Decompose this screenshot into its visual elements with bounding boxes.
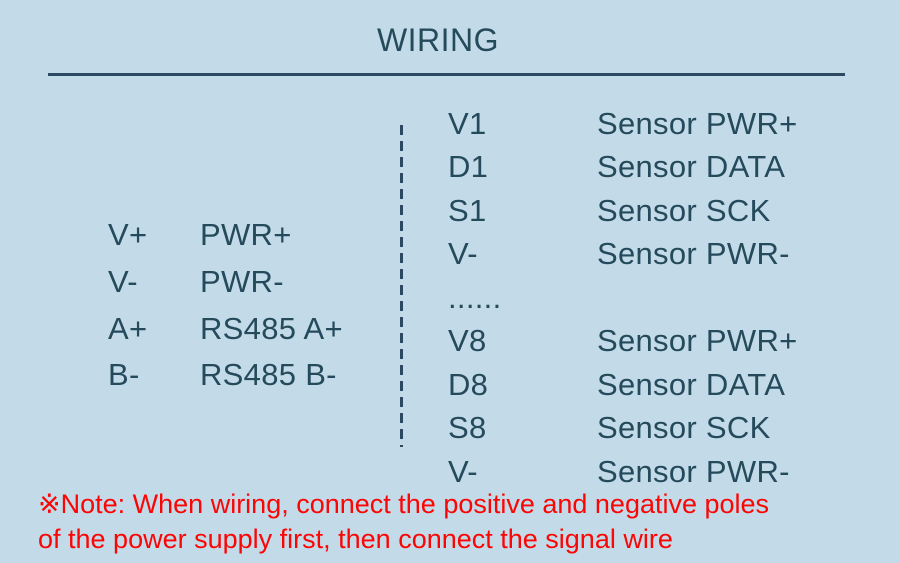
- terminal-label: RS485 B-: [200, 357, 337, 393]
- terminal-pin: A+: [108, 310, 148, 346]
- terminal-label: Sensor SCK: [597, 192, 771, 228]
- ellipsis-row: ......: [448, 276, 798, 320]
- terminal-row: B- RS485 B-: [108, 352, 343, 399]
- terminal-row: V- PWR-: [108, 259, 343, 306]
- terminal-row: V- Sensor PWR-: [448, 233, 798, 277]
- terminal-pin: D8: [448, 366, 489, 402]
- terminal-label: Sensor PWR+: [597, 323, 798, 359]
- wiring-note-line2: of the power supply first, then connect …: [38, 523, 673, 554]
- terminal-label: Sensor DATA: [597, 149, 786, 185]
- ellipsis: ......: [448, 279, 502, 315]
- terminal-pin: S8: [448, 410, 487, 446]
- terminal-row: S8 Sensor SCK: [448, 407, 798, 451]
- terminal-label: Sensor DATA: [597, 366, 786, 402]
- terminal-label: RS485 A+: [200, 310, 343, 346]
- section-divider-dashed-line: [400, 125, 403, 447]
- wiring-note-line1: ※Note: When wiring, connect the positive…: [38, 489, 770, 519]
- terminal-row: S1 Sensor SCK: [448, 189, 798, 233]
- terminal-row: V- Sensor PWR-: [448, 450, 798, 494]
- terminal-row: V1 Sensor PWR+: [448, 102, 798, 146]
- terminal-label: Sensor SCK: [597, 410, 771, 446]
- terminal-pin: V-: [108, 264, 138, 300]
- terminal-row: V+ PWR+: [108, 212, 343, 259]
- terminal-pin: V1: [448, 105, 487, 141]
- terminal-pin: V-: [448, 236, 478, 272]
- terminal-row: V8 Sensor PWR+: [448, 320, 798, 364]
- terminal-pin: B-: [108, 357, 140, 393]
- wiring-note: ※Note: When wiring, connect the positive…: [38, 487, 769, 556]
- terminal-row: D8 Sensor DATA: [448, 363, 798, 407]
- terminal-label: PWR+: [200, 217, 292, 253]
- power-terminal-list: V+ PWR+ V- PWR- A+ RS485 A+ B- RS485 B-: [108, 212, 343, 399]
- terminal-pin: D1: [448, 149, 489, 185]
- terminal-pin: V8: [448, 323, 487, 359]
- page-title: WIRING: [376, 22, 500, 58]
- terminal-pin: V-: [448, 453, 478, 489]
- title-underline: [48, 73, 845, 76]
- terminal-row: A+ RS485 A+: [108, 305, 343, 352]
- terminal-pin: S1: [448, 192, 487, 228]
- sensor-terminal-list: V1 Sensor PWR+ D1 Sensor DATA S1 Sensor …: [448, 102, 798, 494]
- terminal-row: D1 Sensor DATA: [448, 146, 798, 190]
- terminal-label: Sensor PWR+: [597, 105, 798, 141]
- terminal-pin: V+: [108, 217, 148, 253]
- terminal-label: Sensor PWR-: [597, 453, 790, 489]
- terminal-label: Sensor PWR-: [597, 236, 790, 272]
- terminal-label: PWR-: [200, 264, 284, 300]
